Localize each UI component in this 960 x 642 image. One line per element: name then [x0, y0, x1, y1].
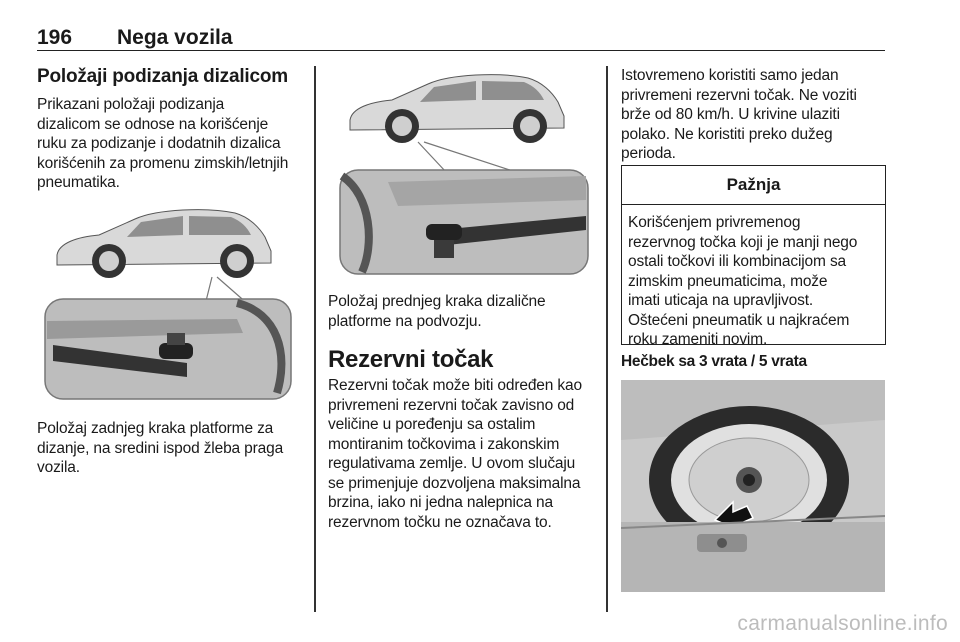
caution-text: Korišćenjem privremenog rezervnog točka … [628, 214, 858, 348]
rear-jacking-illustration [37, 193, 299, 405]
rear-jack-detail [44, 298, 292, 400]
column-divider-left [314, 66, 316, 612]
hatchback-subheading: Hečbek sa 3 vrata / 5 vrata [621, 353, 807, 370]
temporary-spare-text: Istovremeno koristiti samo jedan privrem… [621, 67, 857, 162]
section-heading-spare-wheel: Rezervni točak [328, 346, 494, 373]
car-side-view [56, 209, 272, 278]
column-divider-right [606, 66, 608, 612]
caution-box: Pažnja Korišćenjem privremenog rezervnog… [621, 165, 886, 348]
section-heading-jacking-points: Položaji podizanja dizalicom [37, 66, 288, 87]
page-number: 196 [37, 26, 73, 49]
watermark: carmanualsonline.info [737, 612, 948, 635]
front-jacking-illustration [328, 66, 592, 278]
front-jack-detail [339, 169, 589, 275]
caution-title: Pažnja [622, 166, 885, 205]
page-title: Nega vozila [117, 26, 233, 49]
jacking-intro-text: Prikazani položaji podizanja dizalicom s… [37, 96, 289, 191]
rear-jack-caption: Položaj zadnjeg kraka platforme za dizan… [37, 420, 284, 476]
car-side-view [349, 74, 565, 143]
spare-wheel [649, 406, 849, 554]
spare-wheel-body-text: Rezervni točak može biti određen kao pri… [328, 377, 582, 531]
front-jack-caption: Položaj prednjeg kraka dizalične platfor… [328, 293, 546, 330]
page-header: 196 Nega vozila [37, 18, 885, 51]
spare-wheel-illustration [621, 380, 885, 592]
